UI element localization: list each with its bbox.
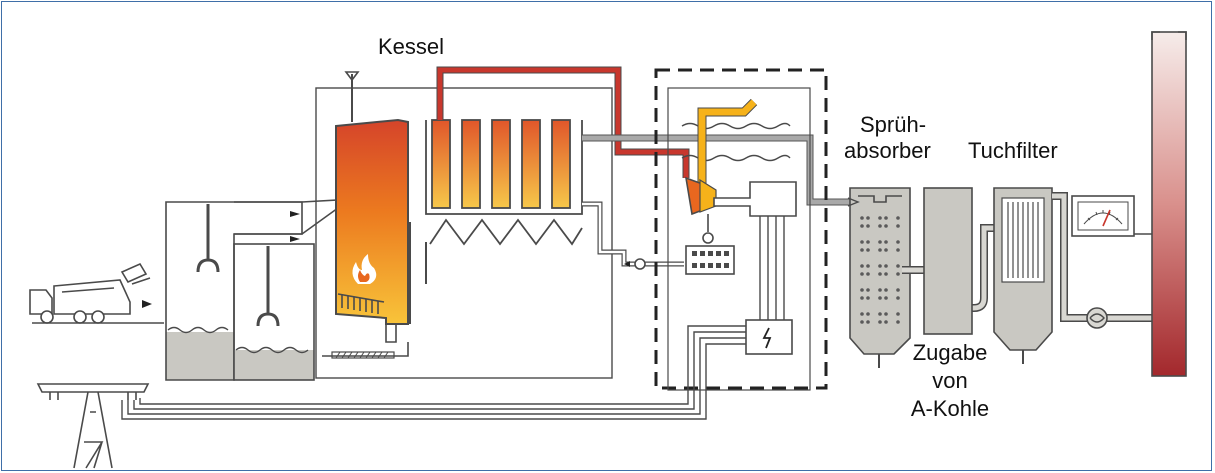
convection-passes (425, 119, 583, 246)
garbage-truck-icon (29, 262, 151, 324)
turbine-house (667, 87, 811, 391)
power-pylon-icon (36, 383, 150, 469)
lightning-icon (762, 327, 772, 349)
gauge-icon (1071, 195, 1152, 237)
feedwater-heater (685, 245, 735, 275)
chimney (1151, 31, 1187, 377)
exhaust-steam (698, 99, 757, 198)
label-zugabe-line1: Zugabe (912, 340, 988, 365)
label-spruehabsorber-line1: Sprüh- (860, 112, 927, 137)
spray-absorber (849, 187, 911, 368)
label-zugabe-line3: A-Kohle (910, 396, 990, 421)
arrow-icon (142, 300, 152, 308)
label-kessel: Kessel (378, 34, 445, 59)
boiler-house-frame (315, 87, 613, 379)
flue-duct-outline (582, 134, 862, 206)
label-spruehabsorber-line2: absorber (844, 138, 931, 163)
pump-icon (1086, 307, 1108, 329)
fabric-filter (993, 187, 1053, 364)
generator (713, 181, 797, 217)
generator-cables (759, 216, 785, 320)
pump-valve-icon (634, 258, 646, 270)
boiler (322, 71, 427, 359)
waste-bunker (165, 199, 339, 381)
transformer (745, 319, 793, 355)
exhaust-steam-outline (697, 98, 758, 198)
activated-carbon-dosing (923, 187, 973, 335)
flue-duct (582, 135, 862, 205)
energy-section-box (654, 68, 828, 390)
quench-bath (233, 243, 315, 381)
power-lines (121, 325, 746, 420)
label-zugabe-line2: von (932, 368, 968, 393)
label-tuchfilter: Tuchfilter (968, 138, 1058, 163)
flame-icon (352, 254, 377, 284)
